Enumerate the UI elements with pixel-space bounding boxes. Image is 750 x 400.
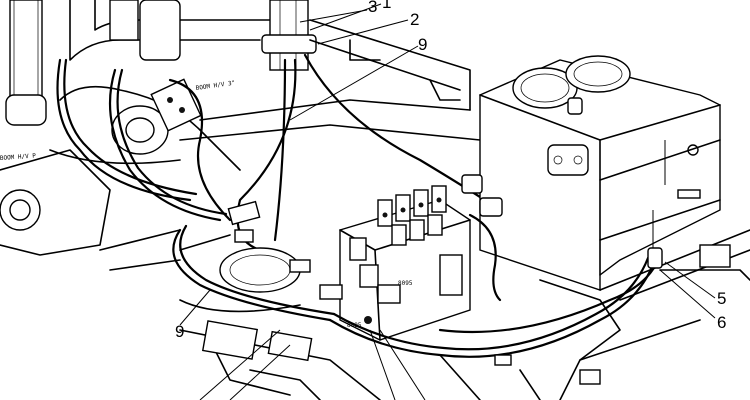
label-valve-code: 8095 bbox=[398, 280, 413, 287]
vertical-cylinder bbox=[236, 0, 502, 252]
leader-lines bbox=[179, 3, 716, 400]
hose-runs bbox=[172, 174, 663, 358]
hydraulic-tank bbox=[479, 55, 721, 291]
lower-frame bbox=[99, 229, 601, 400]
callout-9-bottom: 9 bbox=[175, 322, 184, 341]
callout-9-top: 9 bbox=[418, 35, 427, 54]
callout-6: 6 bbox=[717, 313, 726, 332]
callout-2: 2 bbox=[410, 10, 419, 29]
swing-area bbox=[179, 200, 343, 313]
boom-hoses bbox=[56, 58, 232, 222]
callout-1: 1 bbox=[382, 0, 391, 12]
control-valve bbox=[339, 185, 471, 341]
boom-structure bbox=[49, 0, 271, 171]
label-boom-hv-r: BOOM H/V 3" bbox=[195, 80, 235, 92]
label-port-code: 8095 bbox=[347, 322, 362, 329]
label-boom-hv-p: BOOM H/V P bbox=[0, 152, 37, 162]
callout-5: 5 bbox=[717, 289, 726, 308]
right-frame bbox=[539, 229, 750, 400]
boom-cylinder bbox=[0, 0, 111, 256]
callout-3: 3 bbox=[368, 0, 377, 16]
